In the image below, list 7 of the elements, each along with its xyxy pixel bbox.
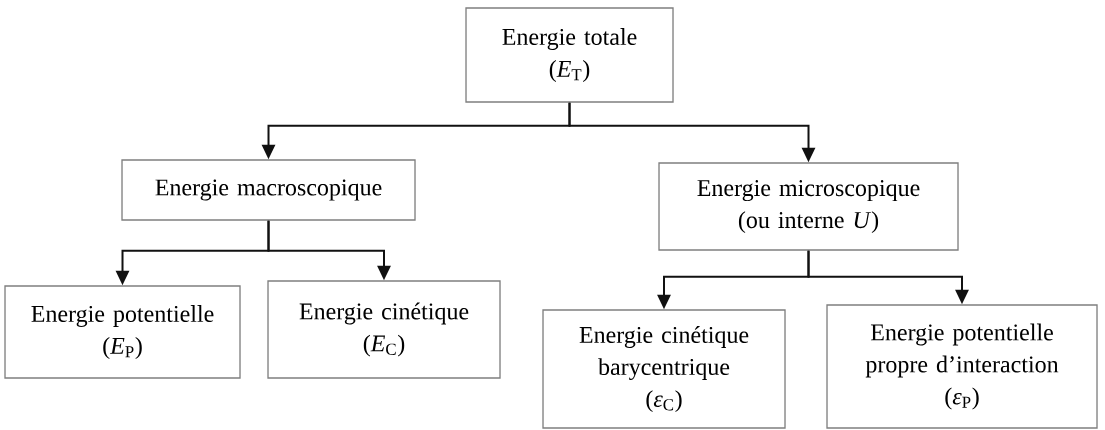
node-box: Energie cinétique (E$_{C}$) <box>267 280 501 379</box>
node-box: Energie microscopique (ou interne U) <box>658 162 959 251</box>
node-box: Energie cinétique barycentrique (ε$_{C}$) <box>542 309 786 429</box>
node-box: Energie totale (E$_{T}$) <box>465 7 674 103</box>
node-box: Energie macroscopique <box>121 159 416 221</box>
node-box: Energie potentielle propre d’interaction (ε$_{P}$) <box>826 304 1098 429</box>
node-box: Energie potentielle (E$_{P}$) <box>4 285 241 379</box>
